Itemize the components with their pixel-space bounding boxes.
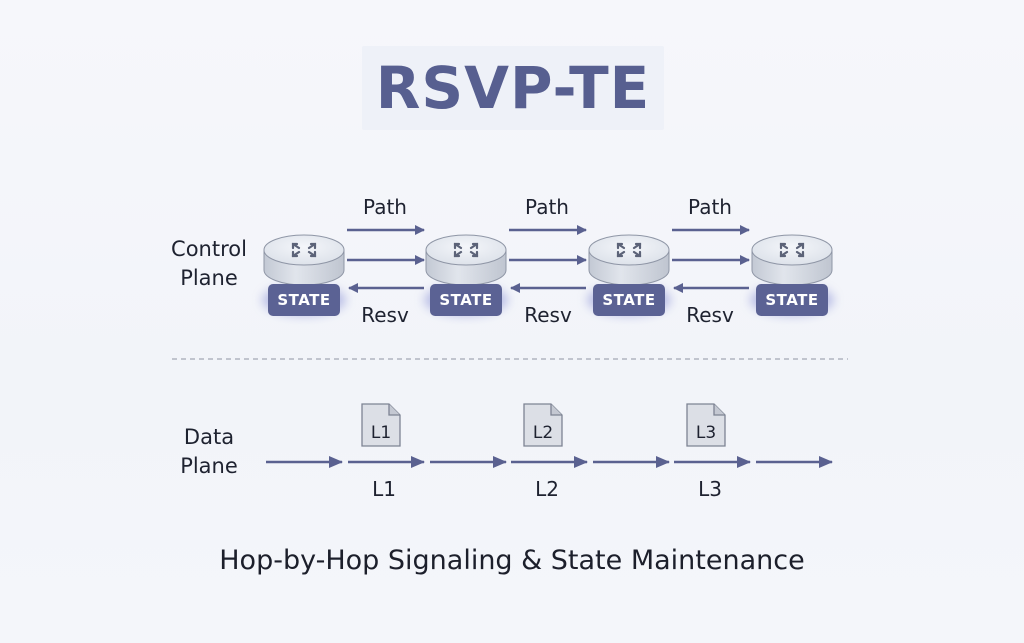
path-message-label: Path bbox=[688, 195, 732, 219]
state-badge bbox=[756, 284, 828, 316]
router-4: STATE bbox=[750, 234, 834, 316]
router-1: STATE bbox=[262, 234, 346, 316]
state-badge bbox=[593, 284, 665, 316]
diagram-subtitle: Hop-by-Hop Signaling & State Maintenance bbox=[219, 545, 805, 576]
path-message-label: Path bbox=[525, 195, 569, 219]
state-badge-label: STATE bbox=[439, 291, 492, 309]
resv-message-label: Resv bbox=[524, 303, 572, 327]
title-box: RSVP-TE bbox=[362, 46, 664, 130]
label-document-text: L3 bbox=[696, 423, 716, 443]
path-message-label: Path bbox=[363, 195, 407, 219]
control-plane-label-line1: Control bbox=[171, 237, 247, 261]
state-badge-label: STATE bbox=[602, 291, 655, 309]
document-icon bbox=[361, 403, 401, 447]
label-document-text: L2 bbox=[533, 423, 553, 443]
router-icon bbox=[425, 234, 507, 286]
state-badge bbox=[430, 284, 502, 316]
control-link-1: Path Resv bbox=[347, 195, 425, 327]
hop-label: L1 bbox=[372, 477, 396, 501]
router-2: STATE bbox=[424, 234, 508, 316]
data-plane-label-line2: Plane bbox=[180, 454, 238, 478]
data-plane-label-line1: Data bbox=[184, 425, 234, 449]
document-icon bbox=[523, 403, 563, 447]
state-badge-label: STATE bbox=[765, 291, 818, 309]
router-3: STATE bbox=[587, 234, 671, 316]
state-badge bbox=[268, 284, 340, 316]
state-badge-label: STATE bbox=[277, 291, 330, 309]
page-title: RSVP-TE bbox=[375, 54, 651, 122]
control-link-3: Path Resv bbox=[672, 195, 750, 327]
hop-label: L2 bbox=[535, 477, 559, 501]
resv-message-label: Resv bbox=[361, 303, 409, 327]
resv-message-label: Resv bbox=[686, 303, 734, 327]
label-hop-3: L3 L3 bbox=[686, 403, 726, 501]
router-icon bbox=[751, 234, 833, 286]
document-icon bbox=[686, 403, 726, 447]
control-plane-label-line2: Plane bbox=[180, 266, 238, 290]
router-icon bbox=[588, 234, 670, 286]
label-document-text: L1 bbox=[371, 423, 391, 443]
label-hop-1: L1 L1 bbox=[361, 403, 401, 501]
control-link-2: Path Resv bbox=[509, 195, 587, 327]
router-icon bbox=[263, 234, 345, 286]
label-hop-2: L2 L2 bbox=[523, 403, 563, 501]
hop-label: L3 bbox=[698, 477, 722, 501]
